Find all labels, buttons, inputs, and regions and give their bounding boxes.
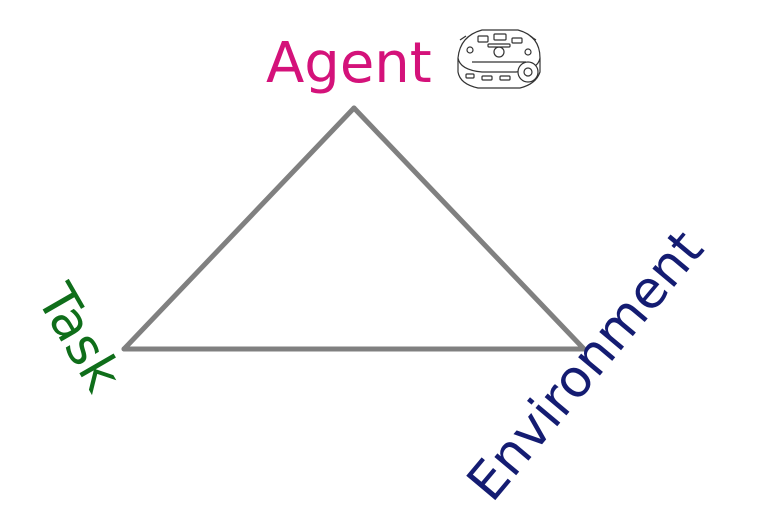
- triangle: [121, 105, 587, 352]
- edge-agent-task: [121, 105, 357, 352]
- edge-agent-environment: [351, 105, 587, 352]
- agent-label: Agent: [266, 31, 432, 96]
- environment-label: Environment: [456, 219, 715, 512]
- robot-icon: [457, 29, 541, 89]
- task-label: Task: [24, 274, 133, 402]
